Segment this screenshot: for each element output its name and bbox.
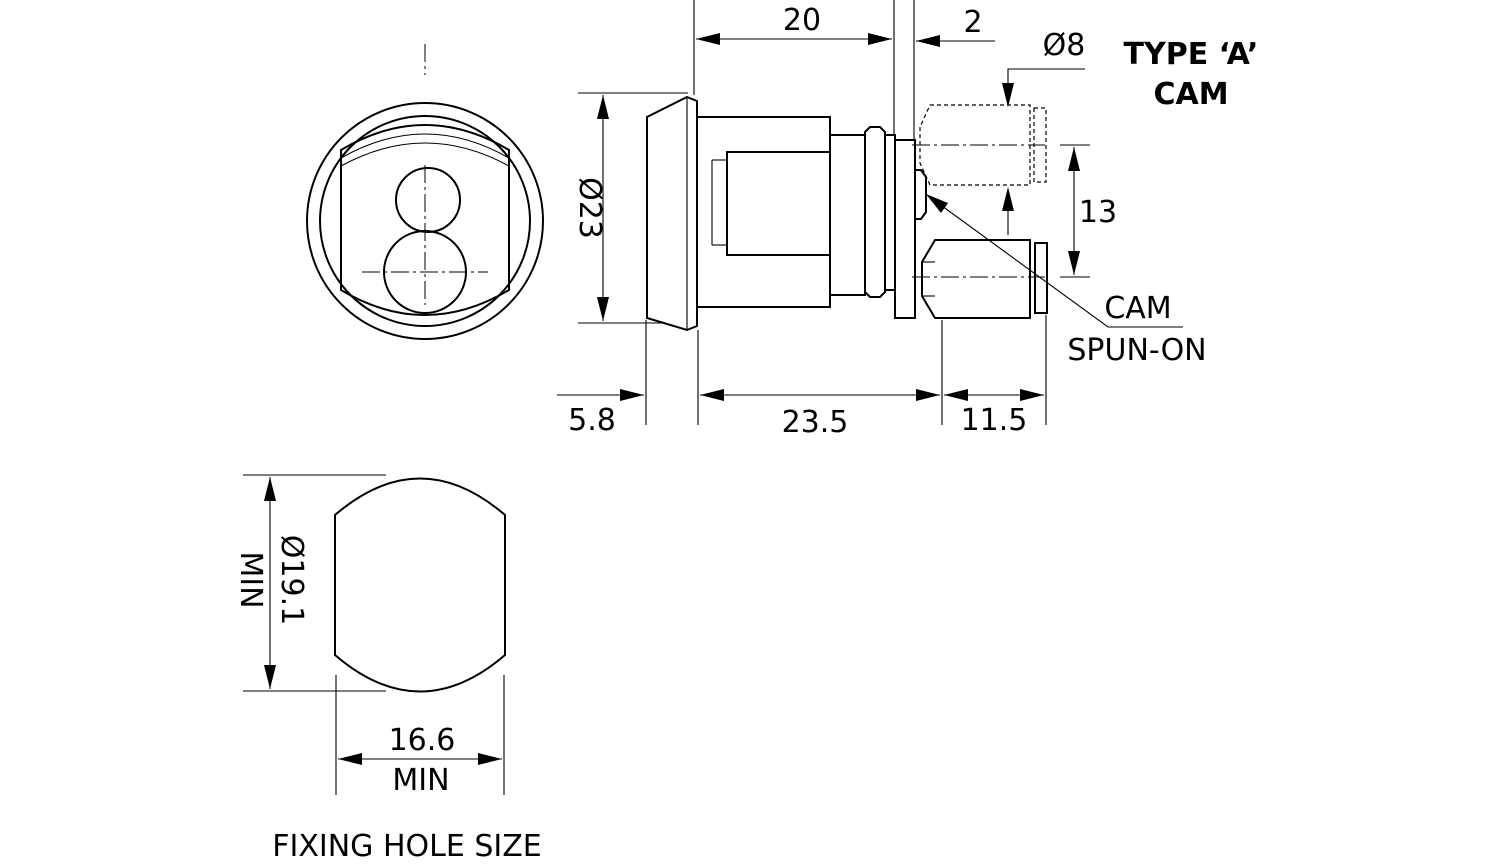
fixing-hole — [243, 474, 506, 795]
dim-2-label: 2 — [963, 5, 982, 40]
type-label-line1: TYPE ‘A’ — [1124, 37, 1259, 72]
dim-20-label: 20 — [783, 3, 821, 38]
dim-23-5-label: 23.5 — [782, 405, 849, 440]
dim-min-horizontal-label: MIN — [392, 763, 449, 798]
type-label-line2: CAM — [1153, 77, 1228, 112]
dim-5-8-label: 5.8 — [568, 403, 616, 438]
fixing-hole-caption: FIXING HOLE SIZE — [272, 829, 542, 864]
dim-min-vertical-label: MIN — [233, 551, 268, 608]
dim-16-6-label: 16.6 — [389, 723, 456, 758]
dim-dia8-label: Ø8 — [1043, 28, 1086, 63]
cam-label-line2: SPUN-ON — [1067, 333, 1206, 368]
dim-13-label: 13 — [1079, 195, 1117, 230]
cam-label-line1: CAM — [1104, 291, 1171, 326]
dim-dia19-1-label: Ø19.1 — [274, 535, 309, 625]
dimension-lines — [557, 0, 1183, 425]
side-view — [646, 95, 1048, 332]
dim-dia23-label: Ø23 — [572, 177, 607, 239]
dim-11-5-label: 11.5 — [961, 403, 1028, 438]
front-view — [306, 44, 544, 340]
